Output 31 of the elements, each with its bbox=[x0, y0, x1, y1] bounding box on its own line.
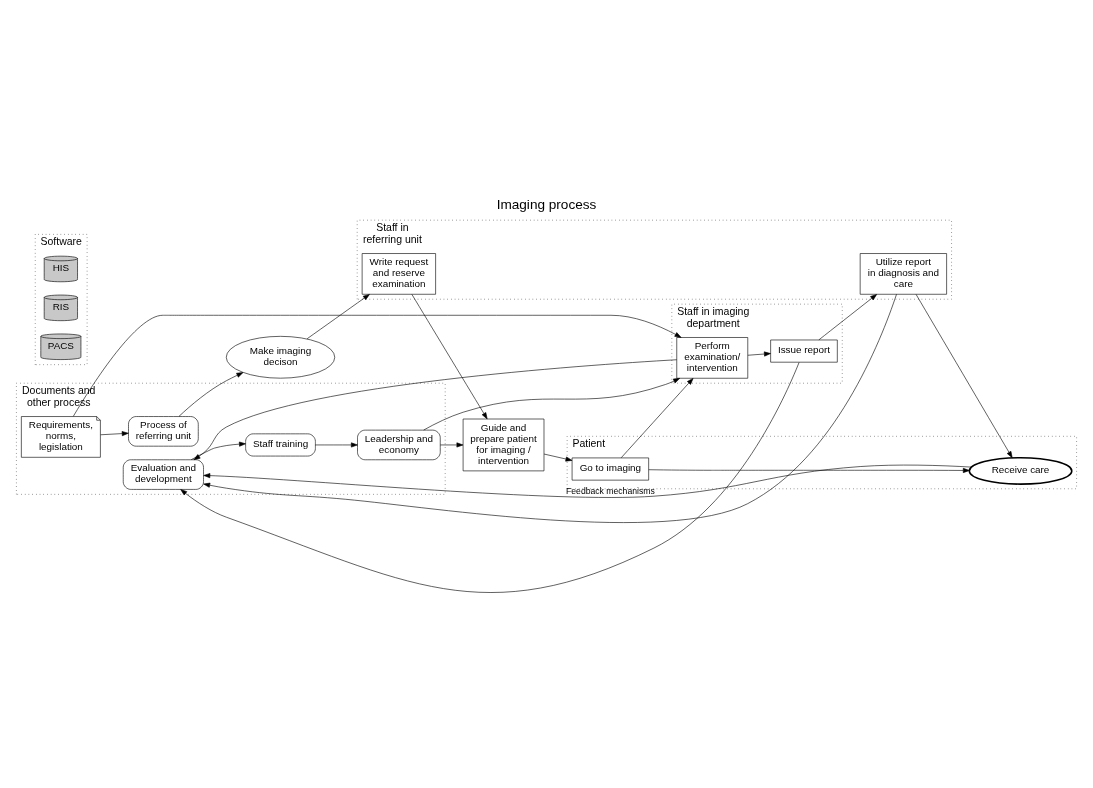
node-box: Leadership and economy bbox=[357, 429, 441, 461]
arrow bbox=[73, 314, 682, 417]
arrow bbox=[193, 359, 677, 461]
arrow bbox=[423, 378, 681, 431]
arrow bbox=[180, 362, 800, 593]
arrow bbox=[178, 372, 244, 417]
arrow bbox=[100, 431, 129, 437]
node-box: Staff training bbox=[245, 433, 316, 457]
arrow bbox=[818, 294, 877, 341]
node-box: Perform examination/ intervention bbox=[676, 337, 749, 379]
node-ellipse: Receive care bbox=[968, 456, 1073, 485]
arrow bbox=[440, 442, 464, 448]
arrow bbox=[411, 294, 488, 420]
arrow bbox=[747, 351, 771, 357]
arrow bbox=[620, 378, 694, 459]
node-box: Process of referring unit bbox=[128, 416, 199, 447]
node-box: Utilize report in diagnosis and care bbox=[859, 253, 947, 295]
diagram-title: Imaging process bbox=[496, 196, 597, 212]
arrow bbox=[203, 464, 972, 498]
arrow bbox=[190, 441, 246, 460]
arrow bbox=[306, 294, 370, 340]
node-box: Guide and prepare patient for imaging / intervention bbox=[462, 418, 545, 472]
arrow bbox=[203, 294, 897, 523]
arrow bbox=[315, 442, 358, 448]
node-box: Go to imaging bbox=[571, 457, 649, 481]
arrow bbox=[915, 294, 1013, 459]
arrow bbox=[648, 468, 970, 473]
node-box: Write request and reserve examination bbox=[361, 253, 436, 295]
arrow bbox=[543, 453, 573, 462]
node-box: Evaluation and development bbox=[122, 459, 204, 490]
node-box: Issue report bbox=[770, 339, 838, 363]
